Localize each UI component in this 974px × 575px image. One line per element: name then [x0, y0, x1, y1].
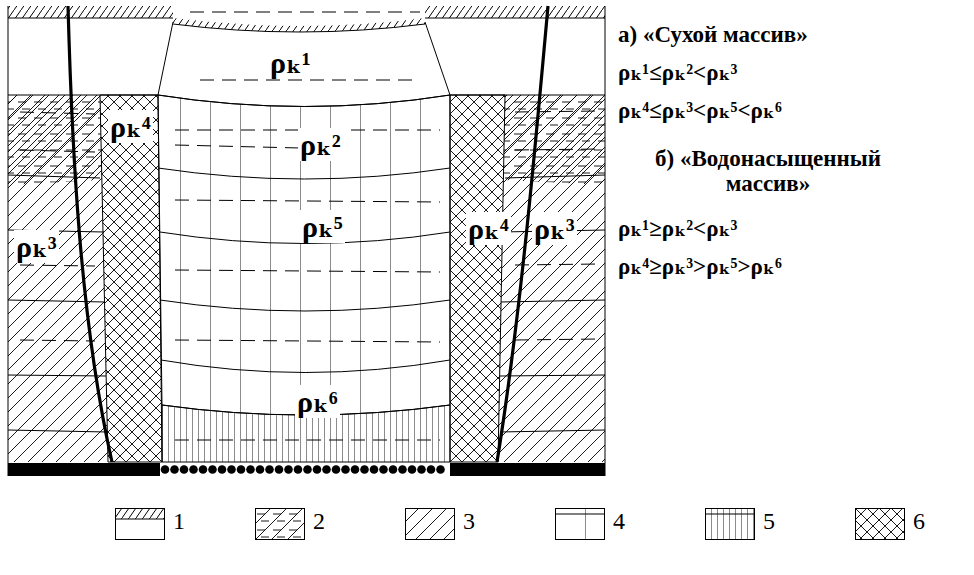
contact-zone [100, 95, 162, 462]
pebble [265, 465, 274, 474]
pebble [275, 465, 284, 474]
pebble [398, 465, 407, 474]
resistivity-label: ρₖ⁴ [466, 212, 511, 245]
pebble [161, 465, 170, 474]
inequality: ρₖ⁴≥ρₖ³>ρₖ⁵>ρₖ⁶ [618, 254, 782, 279]
legend-number: 2 [313, 508, 325, 534]
pebble [417, 465, 426, 474]
inequality: ρₖ¹≤ρₖ²<ρₖ³ [618, 60, 737, 85]
dash-lines [20, 12, 600, 440]
pebble [332, 465, 341, 474]
resistivity-label: ρₖ³ [14, 230, 59, 263]
contact-zone [450, 95, 505, 462]
surface-soil [425, 6, 605, 18]
resistivity-label: ρₖ⁴ [108, 110, 153, 143]
central-zone [158, 95, 450, 415]
resistivity-label: ρₖ² [298, 128, 343, 161]
pebble [237, 465, 246, 474]
case-heading: а) «Сухой массив» [618, 22, 808, 47]
pebble [284, 465, 293, 474]
pebble [246, 465, 255, 474]
legend-swatch [705, 508, 755, 540]
legend-item: 6 [855, 508, 925, 540]
pebble [189, 465, 198, 474]
pebble [208, 465, 217, 474]
pebble [341, 465, 350, 474]
case-heading: б) «Водонасыщенный массив» [618, 146, 918, 197]
pebble-layer [161, 465, 445, 474]
resistivity-label: ρₖ⁶ [295, 385, 340, 418]
surface-line [8, 18, 605, 32]
pebble [294, 465, 303, 474]
resistivity-label: ρₖ⁵ [300, 210, 345, 243]
legend-swatch [255, 508, 305, 540]
legend-swatch [555, 508, 605, 540]
pebble [313, 465, 322, 474]
inequality: ρₖ⁴≤ρₖ³<ρₖ⁵<ρₖ⁶ [618, 98, 782, 123]
surface-soil [173, 18, 425, 32]
pebble [389, 465, 398, 474]
pebble [322, 465, 331, 474]
pebble [199, 465, 208, 474]
pebble [370, 465, 379, 474]
pebble [170, 465, 179, 474]
surface-soil [8, 6, 173, 18]
legend-number: 3 [463, 508, 475, 534]
pebble [303, 465, 312, 474]
pebble [360, 465, 369, 474]
legend-item: 2 [255, 508, 325, 540]
pebble [180, 465, 189, 474]
resistivity-label: ρₖ³ [532, 212, 577, 245]
pebble [218, 465, 227, 474]
rock-zone [498, 95, 605, 462]
legend-item: 1 [115, 508, 185, 540]
pebble [427, 465, 436, 474]
legend-swatch [405, 508, 455, 540]
pebble [351, 465, 360, 474]
legend-number: 4 [613, 508, 625, 534]
resistivity-label: ρₖ¹ [268, 46, 313, 79]
legend-swatch [855, 508, 905, 540]
pebble [436, 465, 445, 474]
bedrock-bar [450, 463, 605, 476]
bedrock-bar [8, 463, 160, 476]
pebble [227, 465, 236, 474]
pebble [408, 465, 417, 474]
rock-zone [503, 95, 605, 185]
pebble [256, 465, 265, 474]
legend-swatch [115, 508, 165, 540]
inequality: ρₖ¹≥ρₖ²<ρₖ³ [618, 216, 737, 241]
legend-item: 4 [555, 508, 625, 540]
legend-number: 6 [913, 508, 925, 534]
pebble [379, 465, 388, 474]
frame [8, 6, 605, 476]
fault-line [68, 6, 112, 462]
legend-number: 1 [173, 508, 185, 534]
legend-number: 5 [763, 508, 775, 534]
legend-item: 5 [705, 508, 775, 540]
rock-zone [8, 95, 102, 185]
zone-boundary [158, 22, 450, 95]
legend-item: 3 [405, 508, 475, 540]
